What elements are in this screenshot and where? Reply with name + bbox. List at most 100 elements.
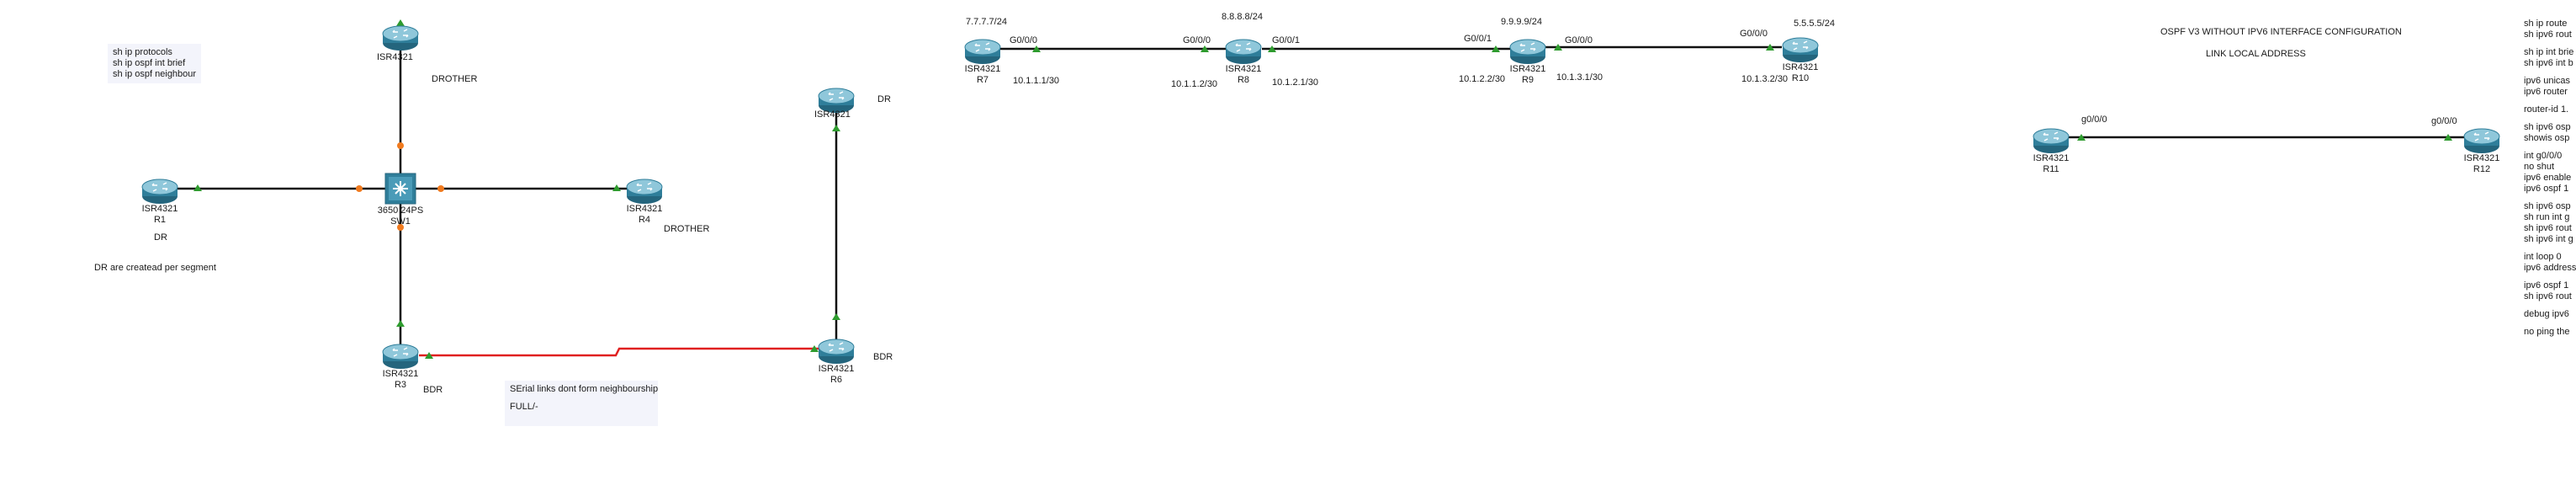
interface-label: G0/0/0 (1010, 35, 1038, 45)
dr-per-segment-note: DR are createad per segment (94, 263, 216, 273)
router-icon[interactable] (141, 179, 178, 205)
serial-link-r3-r6[interactable] (419, 347, 824, 357)
link-up-icon (193, 184, 202, 191)
device-name-label: R8 (1237, 75, 1250, 85)
note-line: int loop 0 (2524, 252, 2562, 262)
note-line: SErial links dont form neighbourship (510, 384, 659, 394)
router-icon[interactable] (1782, 37, 1819, 63)
device-model-label: ISR4321 (1782, 62, 1819, 72)
link-pending-icon (397, 142, 404, 149)
link-up-icon (396, 320, 405, 327)
device-model-label: ISR4321 (814, 109, 851, 120)
note-line: sh run int g (2524, 212, 2570, 222)
interface-label: g0/0/0 (2431, 116, 2457, 126)
router-r4[interactable]: ISR4321 R4 (619, 204, 670, 226)
device-model-label: ISR4321 (626, 204, 663, 214)
device-model-label: ISR4321 (964, 64, 1001, 74)
router-r7[interactable]: ISR4321 R7 (957, 64, 1008, 86)
router-icon[interactable] (1225, 39, 1262, 65)
router-r6[interactable]: ISR4321 R6 (811, 364, 861, 386)
serial-link-note: SErial links dont form neighbourship FUL… (505, 381, 658, 426)
note-line: sh ipv6 int g (2524, 234, 2573, 244)
loopback-label: 9.9.9.9/24 (1501, 17, 1542, 27)
router-r11[interactable]: ISR4321 R11 (2026, 153, 2076, 175)
router-icon[interactable] (382, 344, 419, 370)
link-up-icon (612, 184, 621, 191)
link-up-icon (1201, 45, 1209, 52)
ip-address-label: 10.1.2.1/30 (1272, 77, 1319, 88)
note-line: sh ip protocols (113, 47, 172, 57)
interface-label: G0/0/0 (1565, 35, 1593, 45)
ipv6-commands-note: sh ip route sh ipv6 rout sh ip int brie … (2524, 19, 2576, 338)
device-name-label: R3 (394, 380, 407, 390)
ip-address-label: 10.1.2.2/30 (1459, 74, 1506, 84)
device-model-label: ISR4321 (1225, 64, 1262, 74)
diagram-subtitle: LINK LOCAL ADDRESS (2206, 49, 2306, 59)
router-icon[interactable] (2463, 128, 2500, 154)
interface-label: G0/0/0 (1183, 35, 1211, 45)
link-up-icon (1032, 45, 1041, 52)
note-line: ipv6 address (2524, 263, 2576, 273)
router-icon[interactable] (1509, 39, 1546, 65)
switch-icon[interactable] (384, 173, 416, 205)
ospf-role-label: BDR (873, 352, 893, 362)
router-r3[interactable]: ISR4321 R3 (375, 369, 426, 391)
note-line: sh ipv6 rout (2524, 29, 2572, 40)
router-r1[interactable]: ISR4321 R1 (135, 204, 185, 226)
router-icon[interactable] (2033, 128, 2070, 154)
note-line: int g0/0/0 (2524, 151, 2563, 161)
device-name-label: R1 (153, 215, 167, 225)
note-line: FULL/- (510, 402, 538, 412)
ospf-role-label: DR (877, 94, 891, 104)
link-pending-icon (437, 185, 444, 192)
link-up-icon (1554, 44, 1562, 51)
router-icon[interactable] (382, 25, 419, 51)
ospf-role-label: BDR (423, 385, 443, 395)
note-line: ipv6 enable (2524, 173, 2572, 183)
ospf-role-label: DROTHER (664, 224, 710, 234)
link-up-icon (425, 352, 433, 359)
device-model-label: ISR4321 (1509, 64, 1546, 74)
note-line: ipv6 unicas (2524, 76, 2571, 86)
router-r10[interactable]: ISR4321 R10 (1775, 62, 1826, 84)
note-line: sh ip ospf int brief (113, 58, 186, 68)
device-model-label: 3650 24PS (377, 205, 424, 216)
router-icon[interactable] (818, 339, 855, 365)
ip-address-label: 10.1.3.2/30 (1741, 74, 1789, 84)
commands-note: sh ip protocols sh ip ospf int brief sh … (108, 44, 202, 83)
note-line: sh ipv6 int b (2524, 58, 2573, 68)
note-line: debug ipv6 (2524, 309, 2569, 319)
ip-address-label: 10.1.1.2/30 (1171, 79, 1218, 89)
note-line: router-id 1. (2524, 104, 2569, 115)
interface-label: G0/0/0 (1740, 29, 1768, 39)
router-r9[interactable]: ISR4321 R9 (1503, 64, 1553, 86)
link-up-icon (2444, 134, 2452, 141)
note-line: sh ipv6 rout (2524, 291, 2572, 301)
diagram-title: OSPF V3 WITHOUT IPV6 INTERFACE CONFIGURA… (2160, 27, 2402, 37)
switch-sw1[interactable]: 3650 24PS SW1 (375, 205, 426, 227)
note-line: showis osp (2524, 133, 2570, 143)
note-line: ipv6 ospf 1 (2524, 280, 2569, 291)
loopback-label: 8.8.8.8/24 (1222, 12, 1263, 22)
device-model-label: ISR4321 (382, 369, 419, 379)
link-status-markers (193, 19, 2452, 359)
ospf-role-label: DROTHER (432, 74, 478, 84)
interface-label: g0/0/0 (2081, 115, 2107, 125)
router-r8[interactable]: ISR4321 R8 (1218, 64, 1269, 86)
ospf-role-label: DR (154, 232, 167, 243)
link-pending-icon (356, 185, 363, 192)
device-name-label: R11 (2043, 164, 2059, 174)
link-up-icon (832, 313, 840, 320)
ip-address-label: 10.1.3.1/30 (1556, 72, 1603, 83)
link-up-icon (1492, 45, 1500, 52)
router-icon[interactable] (964, 39, 1001, 65)
router-icon[interactable] (626, 179, 663, 205)
loopback-label: 7.7.7.7/24 (966, 17, 1007, 27)
device-model-label: ISR4321 (377, 52, 413, 62)
router-r12[interactable]: ISR4321 R12 (2457, 153, 2507, 175)
link-up-icon (1766, 44, 1774, 51)
link-up-icon (810, 345, 819, 352)
link-up-icon (832, 125, 840, 131)
device-name-label: SW1 (390, 216, 411, 227)
